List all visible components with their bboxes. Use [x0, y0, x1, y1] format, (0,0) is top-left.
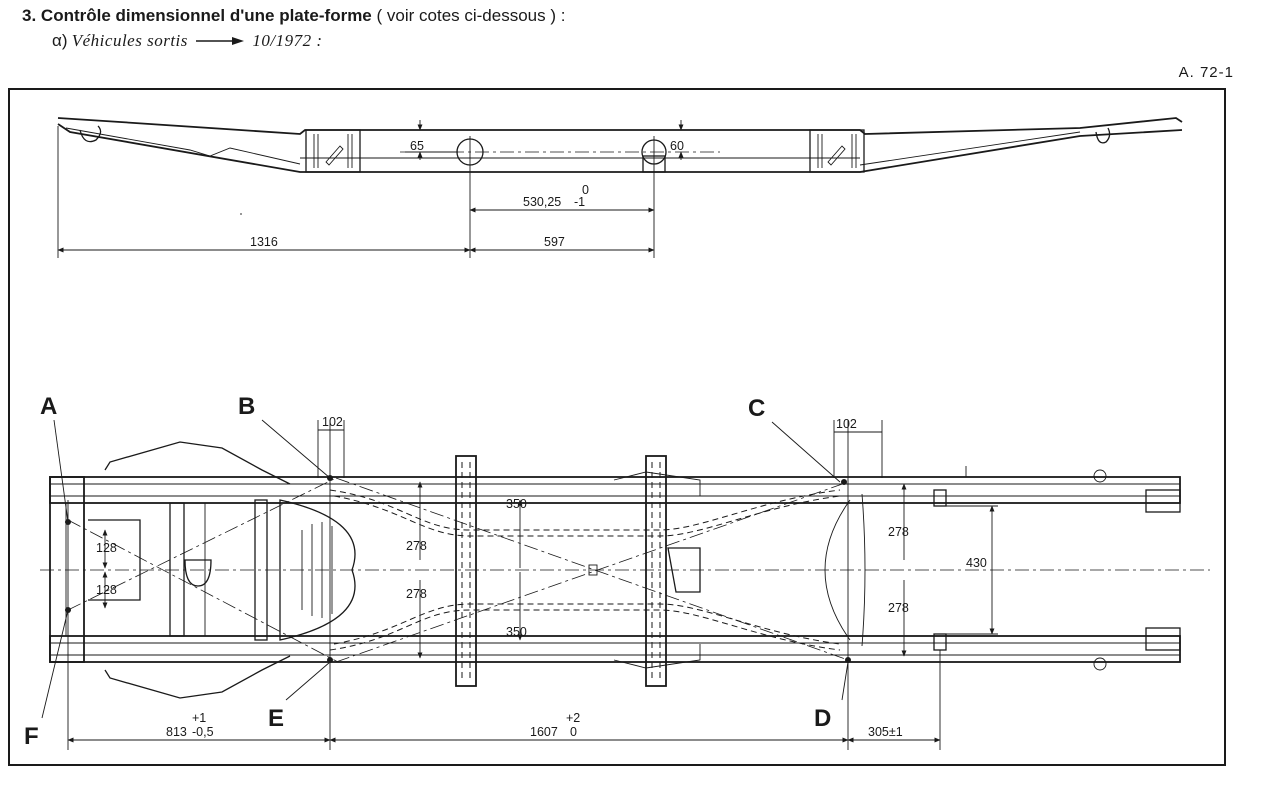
dim-813-tol-upper: +1 [192, 711, 206, 725]
subheading: α) Véhicules sortis 10/1972 : [52, 31, 323, 52]
drawing-frame [8, 88, 1226, 766]
point-label-c: C [748, 395, 765, 422]
dim-813: 813 [166, 725, 187, 739]
point-label-b: B [238, 393, 255, 420]
dim-430: 430 [966, 556, 987, 570]
figure-reference: A. 72-1 [1178, 64, 1234, 81]
dim-60: 60 [670, 139, 684, 153]
dim-102-right: 102 [836, 417, 857, 431]
dim-813-tol-lower: -0,5 [192, 725, 214, 739]
subheading-marker: α) [52, 31, 68, 50]
dim-65: 65 [410, 139, 424, 153]
dim-102-left: 102 [322, 415, 343, 429]
point-label-d: D [814, 705, 831, 732]
dim-278-right-bottom: 278 [888, 601, 909, 615]
side-view [57, 117, 1183, 258]
dim-1607-tol-lower: 0 [570, 725, 577, 739]
section-title: Contrôle dimensionnel d'une plate-forme [40, 6, 372, 25]
point-label-e: E [268, 705, 284, 732]
dim-530-tol-upper: 0 [582, 183, 589, 197]
dim-278-right-top: 278 [888, 525, 909, 539]
dim-128-bottom: 128 [96, 583, 117, 597]
section-number: 3. [22, 6, 37, 25]
point-label-a: A [40, 393, 57, 420]
point-label-f: F [24, 723, 39, 750]
dim-128-top: 128 [96, 541, 117, 555]
dim-597: 597 [544, 235, 565, 249]
dim-305: 305±1 [868, 725, 903, 739]
dim-530: 530,25 [523, 195, 561, 209]
arrow-right-icon [196, 32, 245, 52]
dim-278-left-bottom: 278 [406, 587, 427, 601]
section-note: ( voir cotes ci-dessous ) : [376, 6, 566, 25]
dim-350-bottom: 350 [506, 625, 527, 639]
subheading-label: Véhicules sortis [71, 31, 188, 50]
dim-350-top: 350 [506, 497, 527, 511]
plan-view [40, 419, 1210, 750]
section-heading: 3. Contrôle dimensionnel d'une plate-for… [22, 6, 565, 26]
dim-1607: 1607 [530, 725, 558, 739]
dim-1316: 1316 [250, 235, 278, 249]
dim-278-left-top: 278 [406, 539, 427, 553]
dim-530-tol-lower: -1 [574, 195, 585, 209]
dim-1607-tol-upper: +2 [566, 711, 580, 725]
subheading-date: 10/1972 : [252, 31, 323, 50]
